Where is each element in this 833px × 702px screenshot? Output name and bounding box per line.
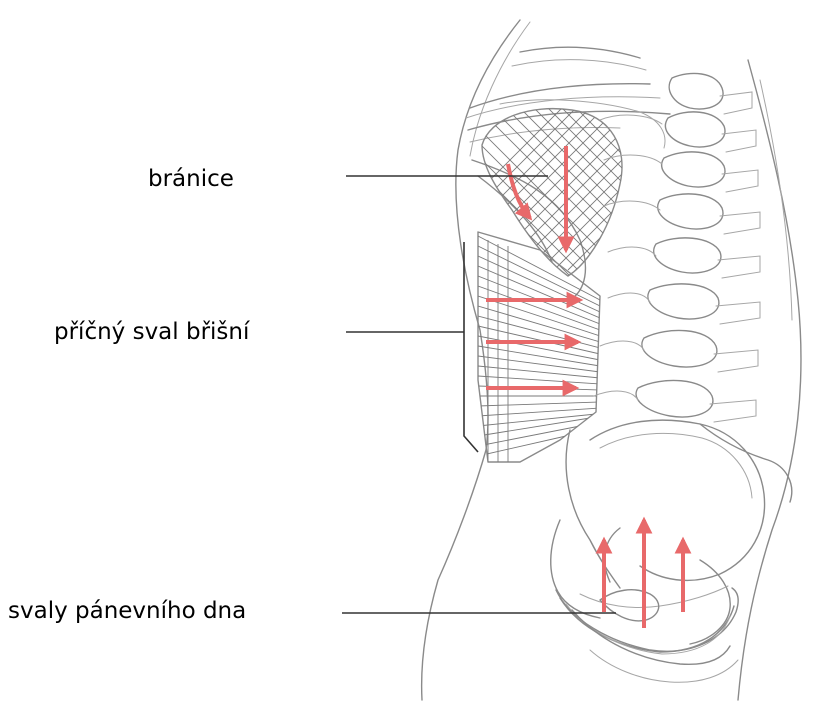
leader-lines [342, 176, 616, 613]
pelvis [551, 420, 792, 644]
diaphragm-muscle [400, 100, 738, 308]
transverse-abdominis-muscle [478, 232, 600, 462]
spine [594, 73, 760, 422]
pelvic-floor-muscle [556, 586, 738, 682]
force-arrows [486, 146, 683, 628]
